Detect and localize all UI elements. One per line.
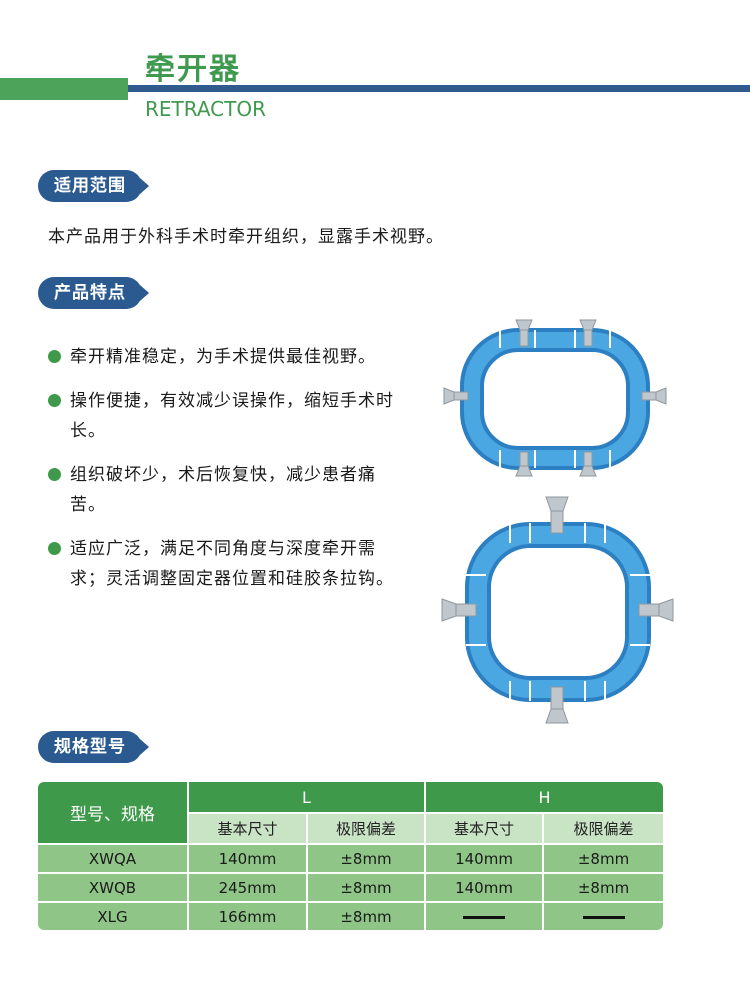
cell-l-basic: 140mm <box>188 844 308 874</box>
section-heading-scope: 适用范围 <box>38 170 149 202</box>
header-model: 型号、规格 <box>38 782 189 845</box>
cell-h-tolerance: ±8mm <box>543 844 664 874</box>
cell-l-tolerance: ±8mm <box>307 844 427 874</box>
page-subtitle: RETRACTOR <box>145 97 266 121</box>
table-header-row: 型号、规格 L H <box>38 782 664 845</box>
feature-list: 牵开精准稳定，为手术提供最佳视野。 操作便捷，有效减少误操作，缩短手术时长。 组… <box>48 342 408 608</box>
bullet-icon <box>48 350 61 363</box>
cell-l-tolerance: ±8mm <box>307 873 427 903</box>
retractor-rectangular-image <box>443 319 667 477</box>
cell-h-basic: 140mm <box>425 844 545 874</box>
table-row: XLG 166mm ±8mm <box>38 902 664 930</box>
bullet-icon <box>48 542 61 555</box>
bullet-icon <box>48 468 61 481</box>
feature-item: 组织破坏少，术后恢复快，减少患者痛苦。 <box>48 460 408 520</box>
section-heading-specs: 规格型号 <box>38 731 149 763</box>
header-l-basic: 基本尺寸 <box>188 813 308 845</box>
cell-h-basic: 140mm <box>425 873 545 903</box>
cell-model: XWQA <box>38 844 189 874</box>
feature-item: 适应广泛，满足不同角度与深度牵开需求；灵活调整固定器位置和硅胶条拉钩。 <box>48 534 408 594</box>
header-green-bar <box>0 78 128 100</box>
cell-h-tolerance: ±8mm <box>543 873 664 903</box>
cell-l-basic: 245mm <box>188 873 308 903</box>
not-applicable-dash <box>463 915 506 919</box>
scope-text: 本产品用于外科手术时牵开组织，显露手术视野。 <box>48 227 444 247</box>
cell-model: XWQB <box>38 873 189 903</box>
cell-l-tolerance: ±8mm <box>307 902 427 930</box>
header-h-tolerance: 极限偏差 <box>543 813 664 845</box>
table-row: XWQB 245mm ±8mm 140mm ±8mm <box>38 873 664 903</box>
page-title: 牵开器 <box>145 52 241 87</box>
feature-item: 操作便捷，有效减少误操作，缩短手术时长。 <box>48 386 408 446</box>
header-h-basic: 基本尺寸 <box>425 813 545 845</box>
header-l-tolerance: 极限偏差 <box>307 813 427 845</box>
not-applicable-dash <box>582 915 625 919</box>
header-group-h: H <box>425 782 664 814</box>
header-blue-rule <box>128 85 750 92</box>
table-subheader-row: 基本尺寸 极限偏差 基本尺寸 极限偏差 <box>38 813 664 845</box>
retractor-square-image <box>441 496 674 724</box>
cell-l-basic: 166mm <box>188 902 308 930</box>
cell-model: XLG <box>38 902 189 930</box>
bullet-icon <box>48 394 61 407</box>
cell-h-tolerance <box>543 902 664 930</box>
cell-h-basic <box>425 902 545 930</box>
feature-item: 牵开精准稳定，为手术提供最佳视野。 <box>48 342 408 372</box>
section-heading-features: 产品特点 <box>38 277 149 309</box>
table-row: XWQA 140mm ±8mm 140mm ±8mm <box>38 844 664 874</box>
spec-table: 型号、规格 L H 基本尺寸 极限偏差 基本尺寸 极限偏差 XWQA 140mm… <box>38 782 664 930</box>
header-group-l: L <box>188 782 427 814</box>
